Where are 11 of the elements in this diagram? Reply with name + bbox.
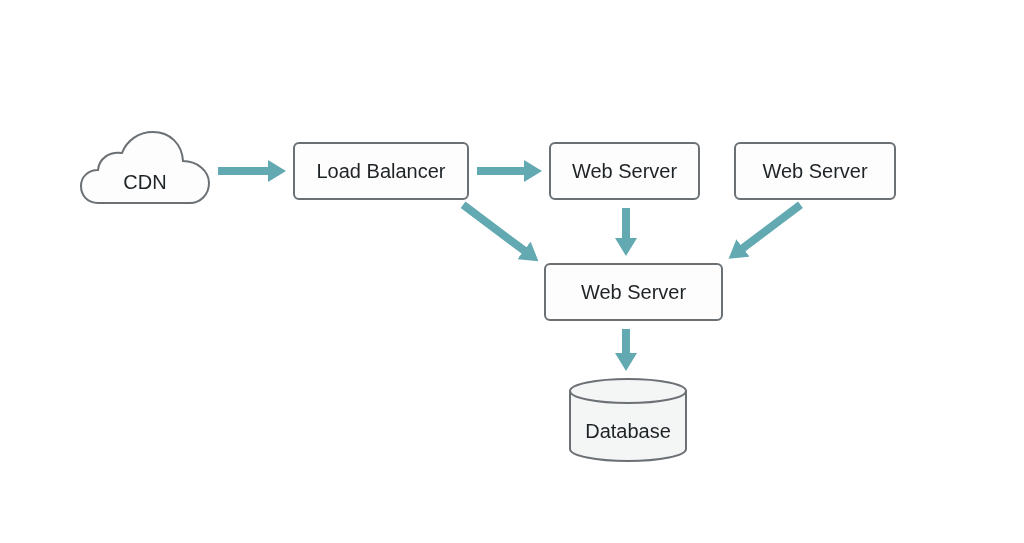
process-box bbox=[544, 263, 723, 321]
node-label: CDN bbox=[122, 170, 168, 194]
node-label: Web Server bbox=[571, 159, 678, 183]
node-label: Web Server bbox=[762, 159, 868, 183]
node-label: Database bbox=[584, 419, 672, 443]
arrow bbox=[726, 201, 803, 262]
process-box bbox=[293, 142, 469, 200]
node-label: Web Server bbox=[580, 280, 687, 304]
node-label: Load Balancer bbox=[316, 159, 446, 183]
process-box bbox=[734, 142, 896, 200]
process-box bbox=[549, 142, 700, 200]
